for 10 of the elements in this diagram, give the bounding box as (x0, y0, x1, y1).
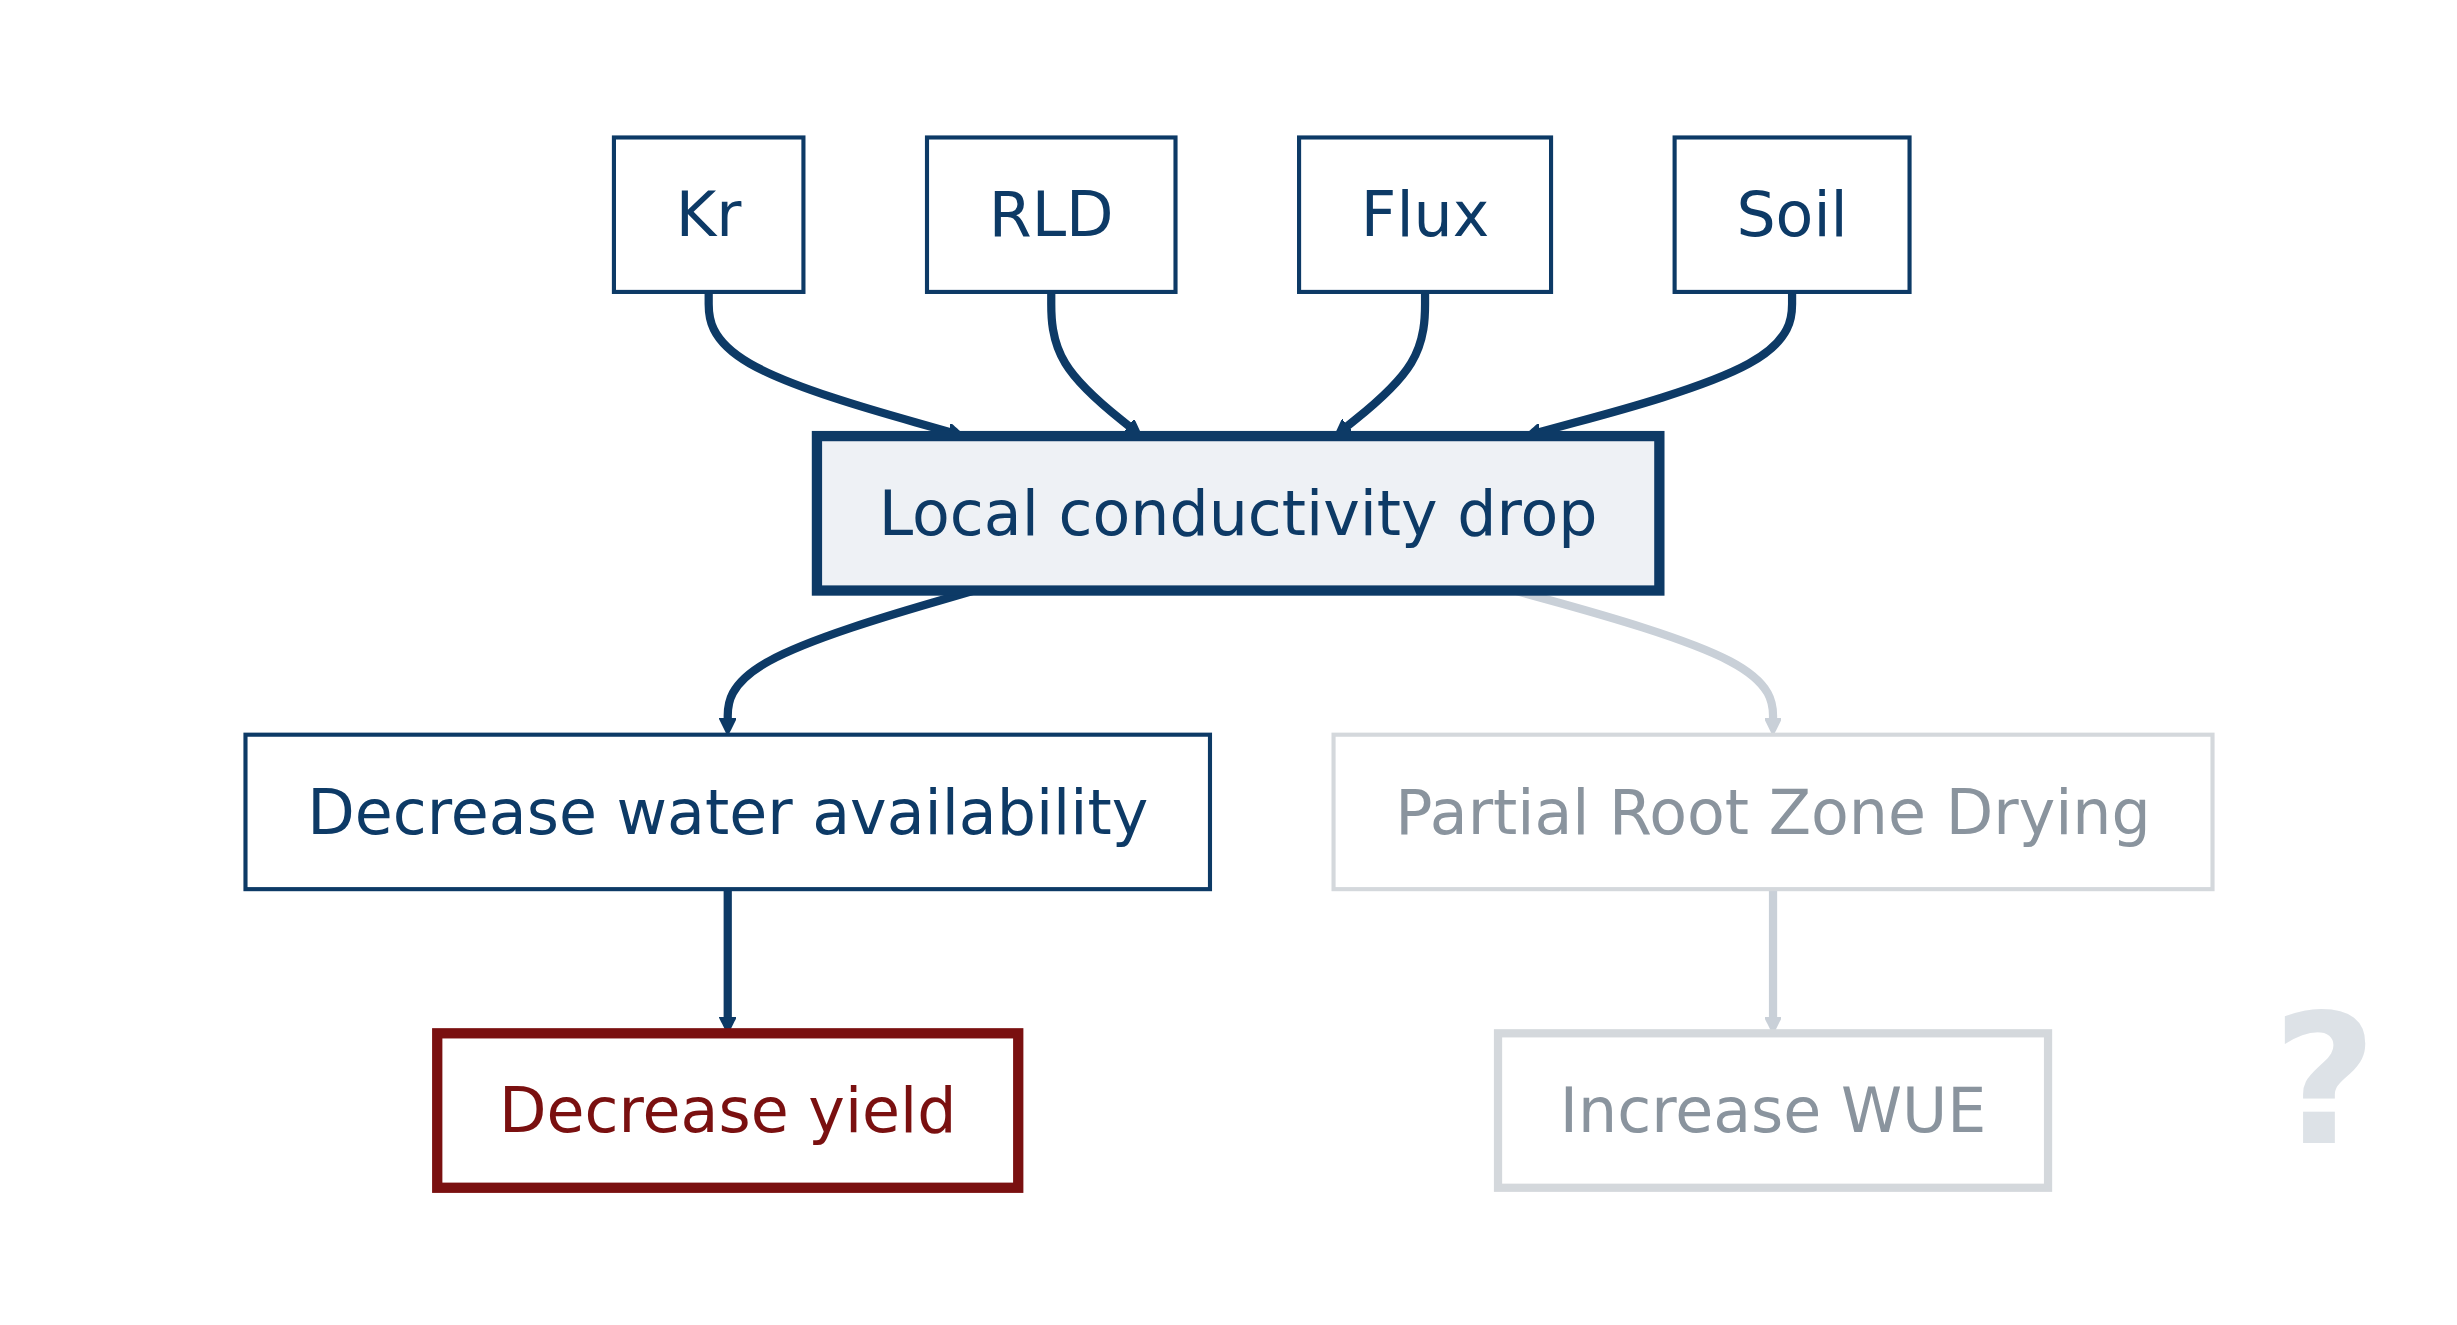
node-box: Local conductivity drop (811, 430, 1664, 596)
node-box: Kr (611, 135, 805, 294)
node-box: Decrease yield (431, 1028, 1023, 1193)
node-box: Increase WUE (1493, 1029, 2052, 1192)
node-box: Flux (1296, 135, 1553, 294)
node-box: Partial Root Zone Drying (1331, 732, 2215, 892)
question-mark: ? (2272, 976, 2377, 1185)
node-box: Soil (1672, 135, 1912, 294)
node-box: RLD (924, 135, 1178, 294)
node-box: Decrease water availability (242, 732, 1212, 892)
